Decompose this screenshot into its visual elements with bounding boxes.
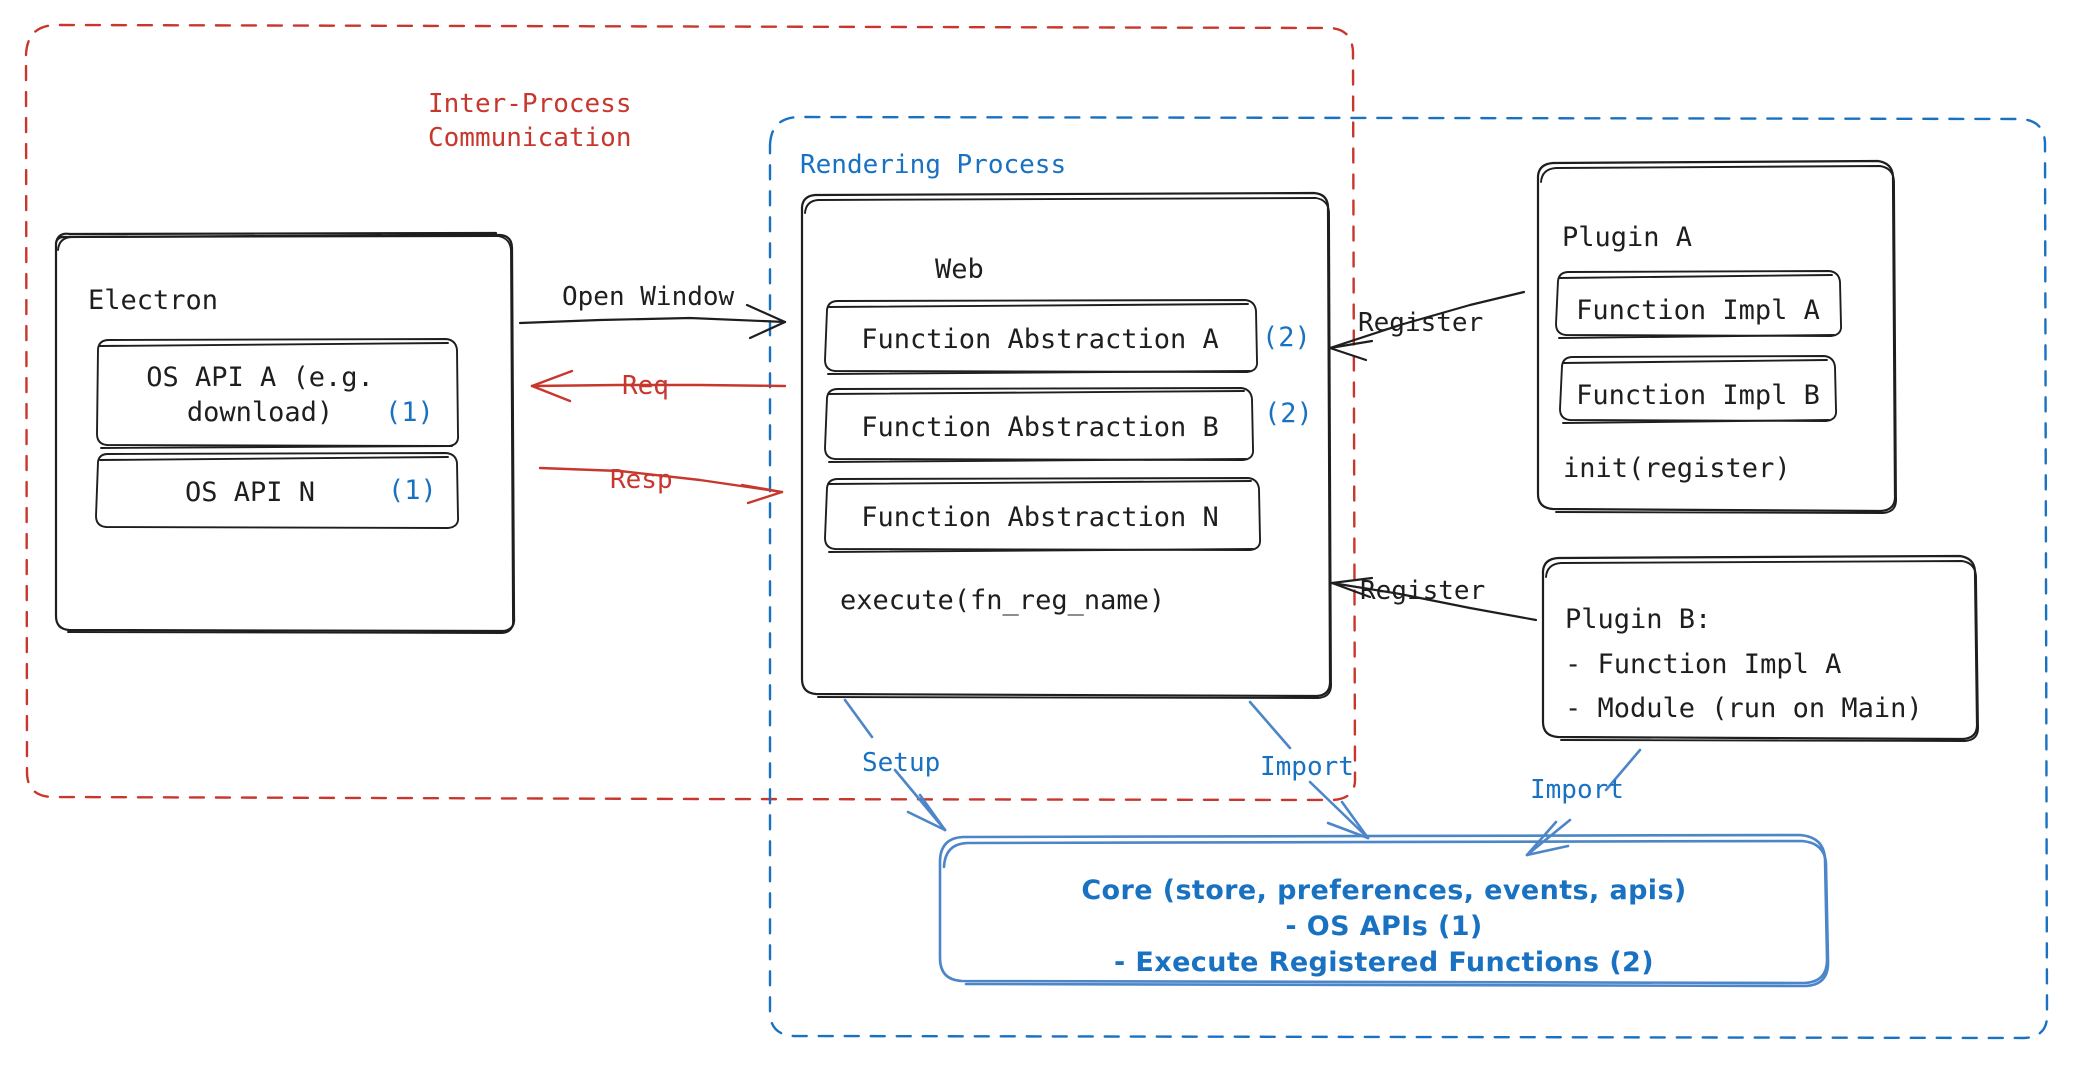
- arrow-label-open-window: Open Window: [562, 282, 735, 312]
- arrow-label-req: Req: [622, 371, 669, 401]
- os-api-a-marker: (1): [385, 397, 434, 428]
- core-line-os-apis: - OS APIs (1): [1285, 911, 1483, 942]
- core-line-execute-registered: - Execute Registered Functions (2): [1114, 947, 1654, 978]
- web-execute-signature: execute(fn_reg_name): [840, 585, 1166, 616]
- fn-impl-b-label[interactable]: Function Impl B: [1576, 380, 1820, 411]
- arrow-label-resp: Resp: [610, 465, 673, 495]
- fn-abstraction-b-marker: (2): [1264, 398, 1313, 429]
- core-line-main: Core (store, preferences, events, apis): [1081, 875, 1687, 906]
- fn-abstraction-a-marker: (2): [1262, 322, 1311, 353]
- fn-impl-a-label[interactable]: Function Impl A: [1576, 295, 1820, 326]
- web-box-title: Web: [935, 254, 984, 285]
- plugin-a-init-signature: init(register): [1563, 453, 1791, 484]
- rendering-container-title: Rendering Process: [800, 150, 1067, 180]
- ipc-container-title: Inter-Process Communication: [428, 89, 632, 154]
- plugin-b-title: Plugin B:: [1565, 604, 1712, 635]
- fn-abstraction-a-label[interactable]: Function Abstraction A: [861, 324, 1219, 355]
- os-api-a-label[interactable]: OS API A (e.g. download): [146, 362, 374, 429]
- plugin-b-item-function-impl-a: - Function Impl A: [1565, 649, 1842, 680]
- arrow-label-setup: Setup: [862, 748, 941, 778]
- arrow-label-register-plugin-a: Register: [1358, 308, 1484, 338]
- os-api-n-label[interactable]: OS API N: [184, 477, 316, 508]
- plugin-a-title: Plugin A: [1562, 222, 1693, 253]
- os-api-n-marker: (1): [388, 475, 437, 506]
- fn-abstraction-n-label[interactable]: Function Abstraction N: [861, 502, 1219, 533]
- arrow-label-register-plugin-b: Register: [1360, 576, 1486, 606]
- plugin-b-item-module: - Module (run on Main): [1565, 693, 1923, 724]
- electron-box-title: Electron: [88, 285, 219, 316]
- arrow-label-import-web: Import: [1260, 752, 1354, 782]
- web-box-outline: [800, 191, 1332, 699]
- fn-abstraction-b-label[interactable]: Function Abstraction B: [861, 412, 1219, 443]
- arrow-label-import-plugin: Import: [1530, 775, 1624, 805]
